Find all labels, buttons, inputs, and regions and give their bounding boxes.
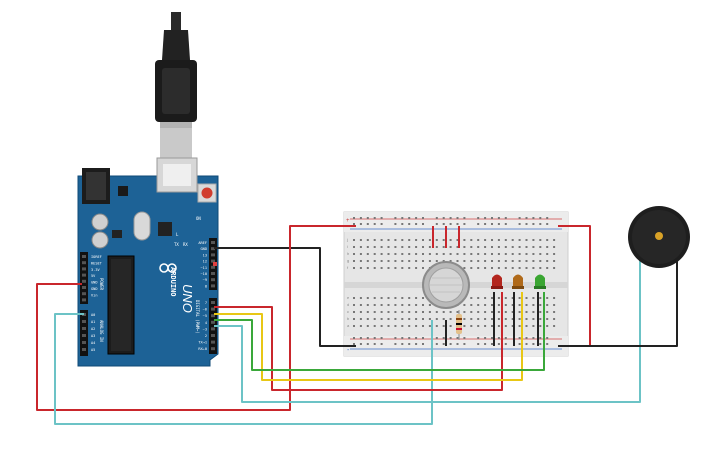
pin-label: RX←0 xyxy=(198,347,207,351)
row-letter: e xyxy=(347,295,350,300)
pin-label: A5 xyxy=(91,348,95,352)
pin-label: Vin xyxy=(91,293,98,297)
pin-label: 7 xyxy=(205,301,207,305)
rail-plus-left-top: + xyxy=(346,218,350,224)
piezo-buzzer xyxy=(628,206,690,268)
led-amber xyxy=(512,274,524,289)
row-letter: i xyxy=(347,244,348,249)
pin-label: 8 xyxy=(205,284,207,288)
pin-label: 3.3V xyxy=(91,268,100,272)
power-label: POWER xyxy=(99,278,104,291)
wire-buzzer-gnd xyxy=(558,260,678,347)
led-green xyxy=(534,274,546,289)
on-label: ON xyxy=(196,216,201,221)
pin-label: A2 xyxy=(91,327,95,331)
arduino-brand: ARDUINO xyxy=(169,267,177,297)
pin-label: A1 xyxy=(91,320,95,324)
pin-label: GND xyxy=(201,247,208,251)
wire-5v xyxy=(36,225,356,411)
pin-label: ~3 xyxy=(203,327,207,331)
arduino-uno: ARDUINO UNO POWER ANALOG IN DIGITAL (PWM… xyxy=(77,157,219,367)
tx-label: TX xyxy=(174,242,179,247)
row-letter: d xyxy=(347,302,349,307)
pin-label: AREF xyxy=(198,241,207,245)
row-letter: g xyxy=(347,258,349,263)
pin-label: TX→1 xyxy=(198,341,207,345)
digital-label: DIGITAL (PWM~) xyxy=(195,300,200,334)
wire-gnd xyxy=(214,247,356,347)
rail-minus-left-bottom: - xyxy=(347,347,350,354)
pin-label: A0 xyxy=(91,313,95,317)
pin-label: IOREF xyxy=(91,255,102,259)
pin-label: 12 xyxy=(203,260,207,264)
row-letter: j xyxy=(346,237,348,242)
row-letter: a xyxy=(347,323,350,328)
wire-pin3 xyxy=(214,260,641,403)
pin-label: ~6 xyxy=(203,308,207,312)
wire-pin4 xyxy=(214,292,545,371)
row-letter: h xyxy=(347,251,349,256)
arduino-model: UNO xyxy=(180,284,195,313)
pin-label: ~9 xyxy=(203,278,207,282)
pin-label: A4 xyxy=(91,341,95,345)
pin-label: ~10 xyxy=(201,272,208,276)
gas-sensor xyxy=(422,261,470,309)
pin-label: A3 xyxy=(91,334,95,338)
pin-label: ~5 xyxy=(203,314,207,318)
row-letter: b xyxy=(347,316,350,321)
row-letter: c xyxy=(347,309,349,314)
pin-label: ~11 xyxy=(201,266,208,270)
analog-label: ANALOG IN xyxy=(99,320,104,342)
wire-pin6 xyxy=(214,292,503,391)
pin-label: 5V xyxy=(91,274,96,278)
l-label: L xyxy=(176,232,179,237)
led-red xyxy=(491,274,503,289)
resistor xyxy=(456,310,462,340)
wire-pin5 xyxy=(214,292,523,381)
row-letter: f xyxy=(347,265,349,270)
pin-label: GND xyxy=(91,287,98,291)
pin-label: RESET xyxy=(91,261,103,265)
pin-label: 2 xyxy=(205,334,207,338)
rx-label: RX xyxy=(183,242,188,247)
wires xyxy=(36,225,678,425)
pin-label: 13 xyxy=(203,253,207,257)
pin-label: GND xyxy=(91,281,98,285)
usb-cable xyxy=(155,12,197,158)
pin-label: 4 xyxy=(205,321,207,325)
